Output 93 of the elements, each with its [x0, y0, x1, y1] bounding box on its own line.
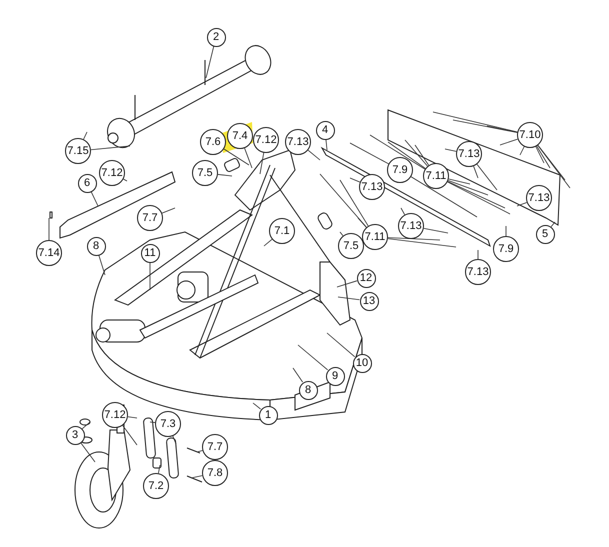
leader-line — [448, 180, 488, 196]
leader-line — [423, 228, 448, 234]
leader-line — [432, 112, 518, 132]
leader-line — [520, 146, 525, 156]
callout-number: 7.5 — [192, 160, 218, 186]
callout-number: 7.11 — [362, 224, 388, 250]
leader-line — [447, 182, 510, 214]
callout-number: 12 — [356, 268, 376, 288]
callout-number: 4 — [316, 120, 334, 140]
callout-number: 3 — [66, 426, 84, 444]
callout-number: 7.7 — [202, 434, 228, 460]
callout-number: 7.2 — [143, 473, 169, 499]
leader-line — [535, 146, 544, 164]
callout-number: 7.8 — [202, 460, 228, 486]
callout-number: 7.1 — [269, 218, 295, 244]
callout-number: 5 — [536, 224, 554, 244]
leader-line — [206, 46, 214, 78]
leader-line — [326, 332, 356, 358]
leader-line — [340, 232, 344, 236]
leader-line — [476, 164, 498, 190]
leader-line — [358, 218, 367, 228]
leader-line — [444, 148, 457, 152]
leader-line — [473, 166, 478, 178]
leader-line — [292, 368, 304, 383]
callout-number: 7.3 — [155, 411, 181, 437]
leader-line — [320, 174, 367, 228]
leader-line — [162, 208, 176, 214]
callout-number: 7.13 — [285, 129, 311, 155]
leader-line — [350, 178, 360, 182]
leader-line — [83, 132, 88, 140]
callout-number: 7.12 — [99, 160, 125, 186]
callout-number: 7.6 — [200, 129, 226, 155]
leader-line — [326, 139, 328, 150]
leader-line — [252, 402, 261, 410]
leader-line — [122, 425, 138, 446]
leader-line — [298, 344, 328, 370]
leader-line — [190, 475, 203, 478]
leader-line — [410, 176, 478, 218]
callout-number: 7.15 — [65, 138, 91, 164]
callout-number: 7.13 — [465, 259, 491, 285]
leader-line — [350, 142, 389, 164]
leader-line — [82, 422, 90, 430]
leader-line — [486, 126, 518, 133]
callout-number: 2 — [206, 28, 226, 46]
callout-number: 7.9 — [493, 236, 519, 262]
callout-number: 7.14 — [36, 240, 62, 266]
leader-line — [550, 222, 556, 228]
leader-line — [448, 178, 470, 184]
leader-line — [370, 134, 426, 170]
leader-line — [150, 422, 156, 423]
callout-number: 6 — [78, 174, 96, 192]
leader-line — [400, 208, 406, 216]
leader-line — [336, 280, 358, 288]
leader-line — [447, 181, 506, 208]
leader-line — [452, 120, 518, 133]
callout-number: 7.10 — [517, 122, 543, 148]
leader-line — [123, 178, 128, 182]
callout-number: 7.7 — [137, 205, 163, 231]
leader-line — [98, 254, 106, 276]
callout-number: 8 — [86, 236, 106, 256]
leader-line — [388, 238, 456, 248]
callout-number: 7.13 — [398, 213, 424, 239]
callout-number: 7.4 — [227, 123, 253, 149]
leader-line — [127, 416, 138, 418]
leader-line — [500, 138, 518, 146]
leader-line — [537, 144, 570, 188]
leader-line — [338, 296, 360, 300]
leader-line — [90, 146, 130, 150]
callout-number: 7.9 — [387, 157, 413, 183]
leader-line — [308, 150, 320, 160]
callout-number: 13 — [360, 292, 378, 310]
leader-line — [388, 142, 426, 169]
leader-line — [244, 148, 252, 168]
callout-number: 7.13 — [359, 174, 385, 200]
leader-line — [260, 152, 264, 174]
leader-line — [48, 218, 50, 240]
leader-line — [340, 180, 369, 226]
callout-number: 7.12 — [102, 402, 128, 428]
leader-line — [404, 140, 428, 167]
leader-line — [224, 148, 250, 166]
leader-line — [158, 464, 160, 474]
leader-line — [536, 146, 550, 168]
leader-line — [516, 202, 528, 206]
leader-line — [218, 174, 232, 176]
callout-number: 7.11 — [423, 163, 449, 189]
callout-number: 7.5 — [338, 233, 364, 259]
leader-line — [264, 238, 272, 246]
leader-line — [538, 144, 566, 180]
leader-line — [196, 450, 203, 452]
callout-number: 7.12 — [253, 127, 279, 153]
leader-line — [80, 442, 96, 462]
leader-line — [414, 144, 430, 166]
leader-line — [90, 191, 98, 206]
